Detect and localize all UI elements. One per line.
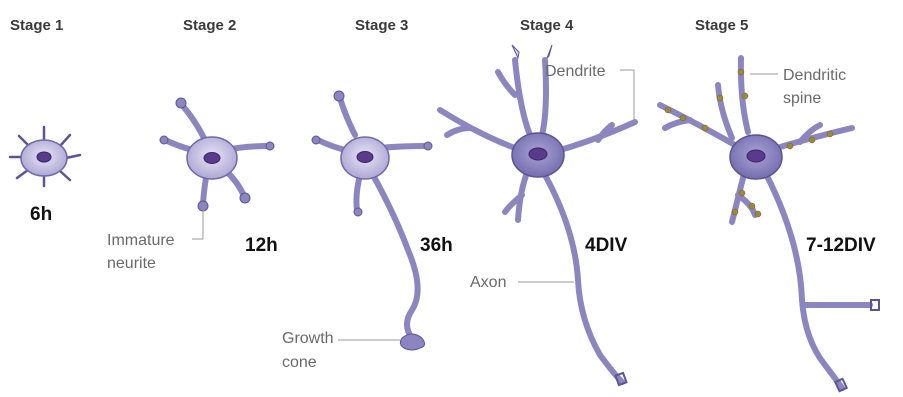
immature-neurite-label-line1: Immature bbox=[107, 232, 175, 249]
stage-2-title: Stage 2 bbox=[183, 17, 236, 34]
stage-2-neuron bbox=[160, 98, 274, 211]
immature-neurite-label-line2: neurite bbox=[107, 255, 156, 272]
axon-label: Axon bbox=[470, 274, 506, 291]
immature-neurite-leader bbox=[192, 210, 203, 239]
stage-5-time-label: 7-12DIV bbox=[806, 235, 876, 256]
growth-cone-label-line2: cone bbox=[282, 354, 317, 371]
dendrite-label: Dendrite bbox=[545, 63, 606, 80]
stage-4-title: Stage 4 bbox=[520, 17, 574, 34]
stage-1-neuron bbox=[10, 127, 80, 186]
stage-4-time-label: 4DIV bbox=[585, 235, 628, 256]
dendritic-spine-label-line2: spine bbox=[783, 90, 821, 107]
stage-5-neuron bbox=[660, 58, 879, 391]
stage-1-time-label: 6h bbox=[30, 204, 52, 225]
stage-5-title: Stage 5 bbox=[695, 17, 748, 34]
stage-4-neuron bbox=[440, 45, 635, 385]
stage-1-title: Stage 1 bbox=[10, 17, 63, 34]
stage-3-title: Stage 3 bbox=[355, 17, 408, 34]
growth-cone-label-line1: Growth bbox=[282, 330, 334, 347]
dendritic-spine-label-line1: Dendritic bbox=[783, 67, 846, 84]
stage-3-neuron bbox=[312, 91, 432, 350]
stage-2-time-label: 12h bbox=[245, 235, 278, 256]
stage-3-time-label: 36h bbox=[420, 235, 453, 256]
dendrite-leader bbox=[620, 70, 634, 122]
